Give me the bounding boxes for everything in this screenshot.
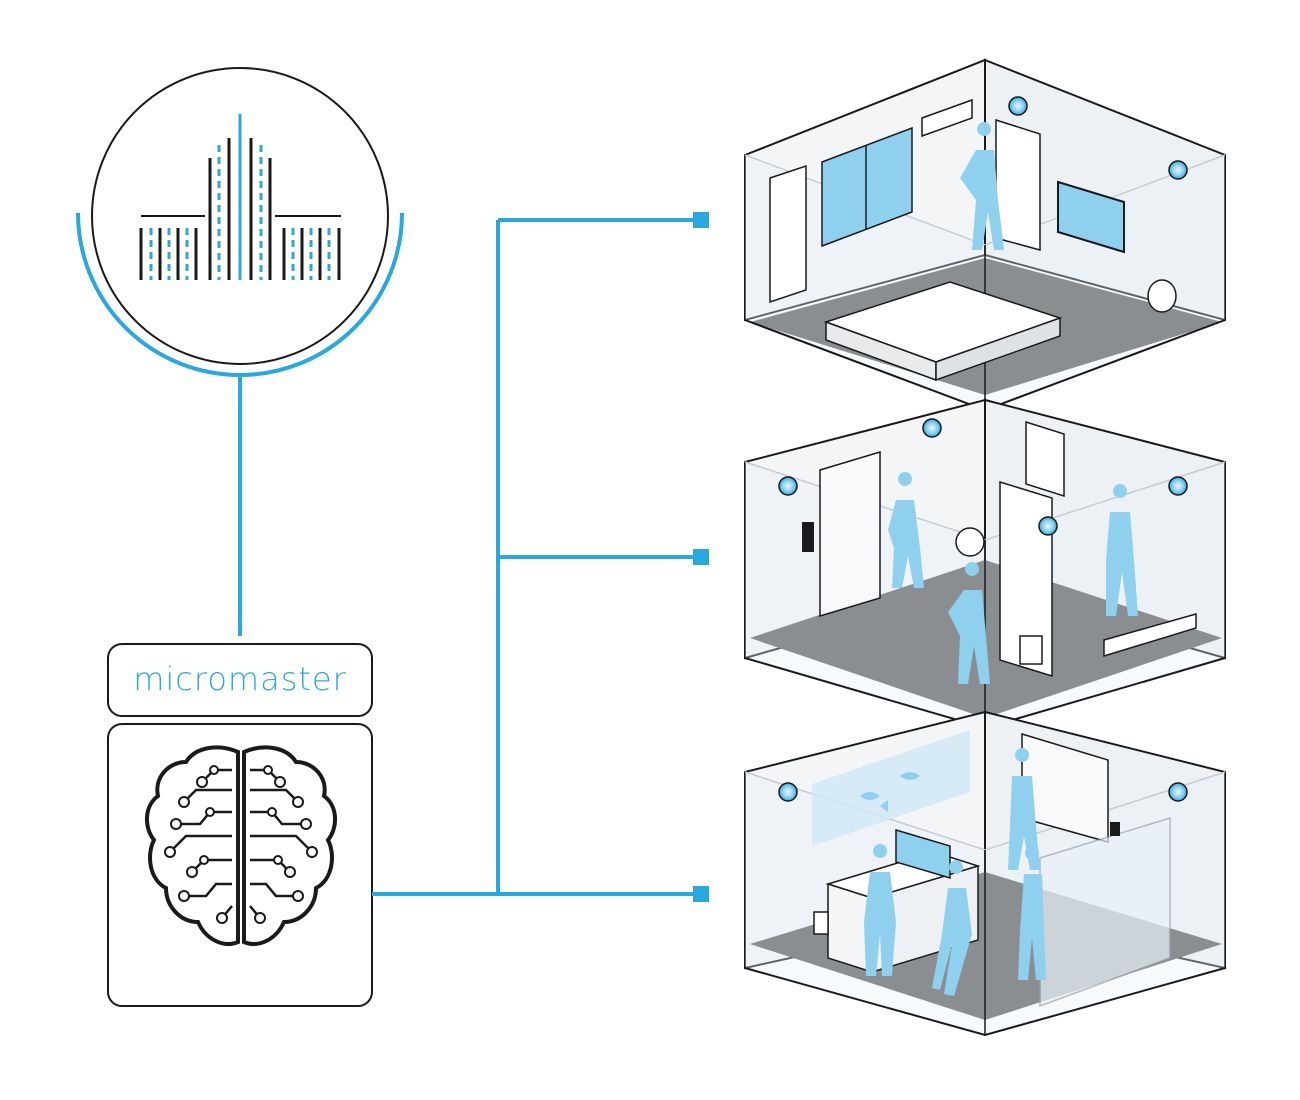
- hotel-bedroom-room: [744, 58, 1226, 412]
- hub-accent-arc: [76, 212, 404, 377]
- endpoint-corridor: [693, 549, 709, 565]
- controller-header-box: [107, 643, 373, 717]
- hub-node: [76, 67, 404, 377]
- bus-endpoints: [693, 212, 709, 902]
- controller-node: micromaster: [107, 643, 373, 1007]
- endpoint-bedroom: [693, 212, 709, 228]
- city-skyline-icon: [139, 114, 341, 280]
- hotel-corridor-room: [744, 398, 1226, 730]
- controller-brand-label: micromaster: [133, 660, 347, 698]
- bus-lines: [372, 218, 700, 896]
- hotel-lobby-room: [744, 710, 1226, 1037]
- endpoint-lobby: [693, 886, 709, 902]
- circuit-brain-icon: [145, 745, 337, 946]
